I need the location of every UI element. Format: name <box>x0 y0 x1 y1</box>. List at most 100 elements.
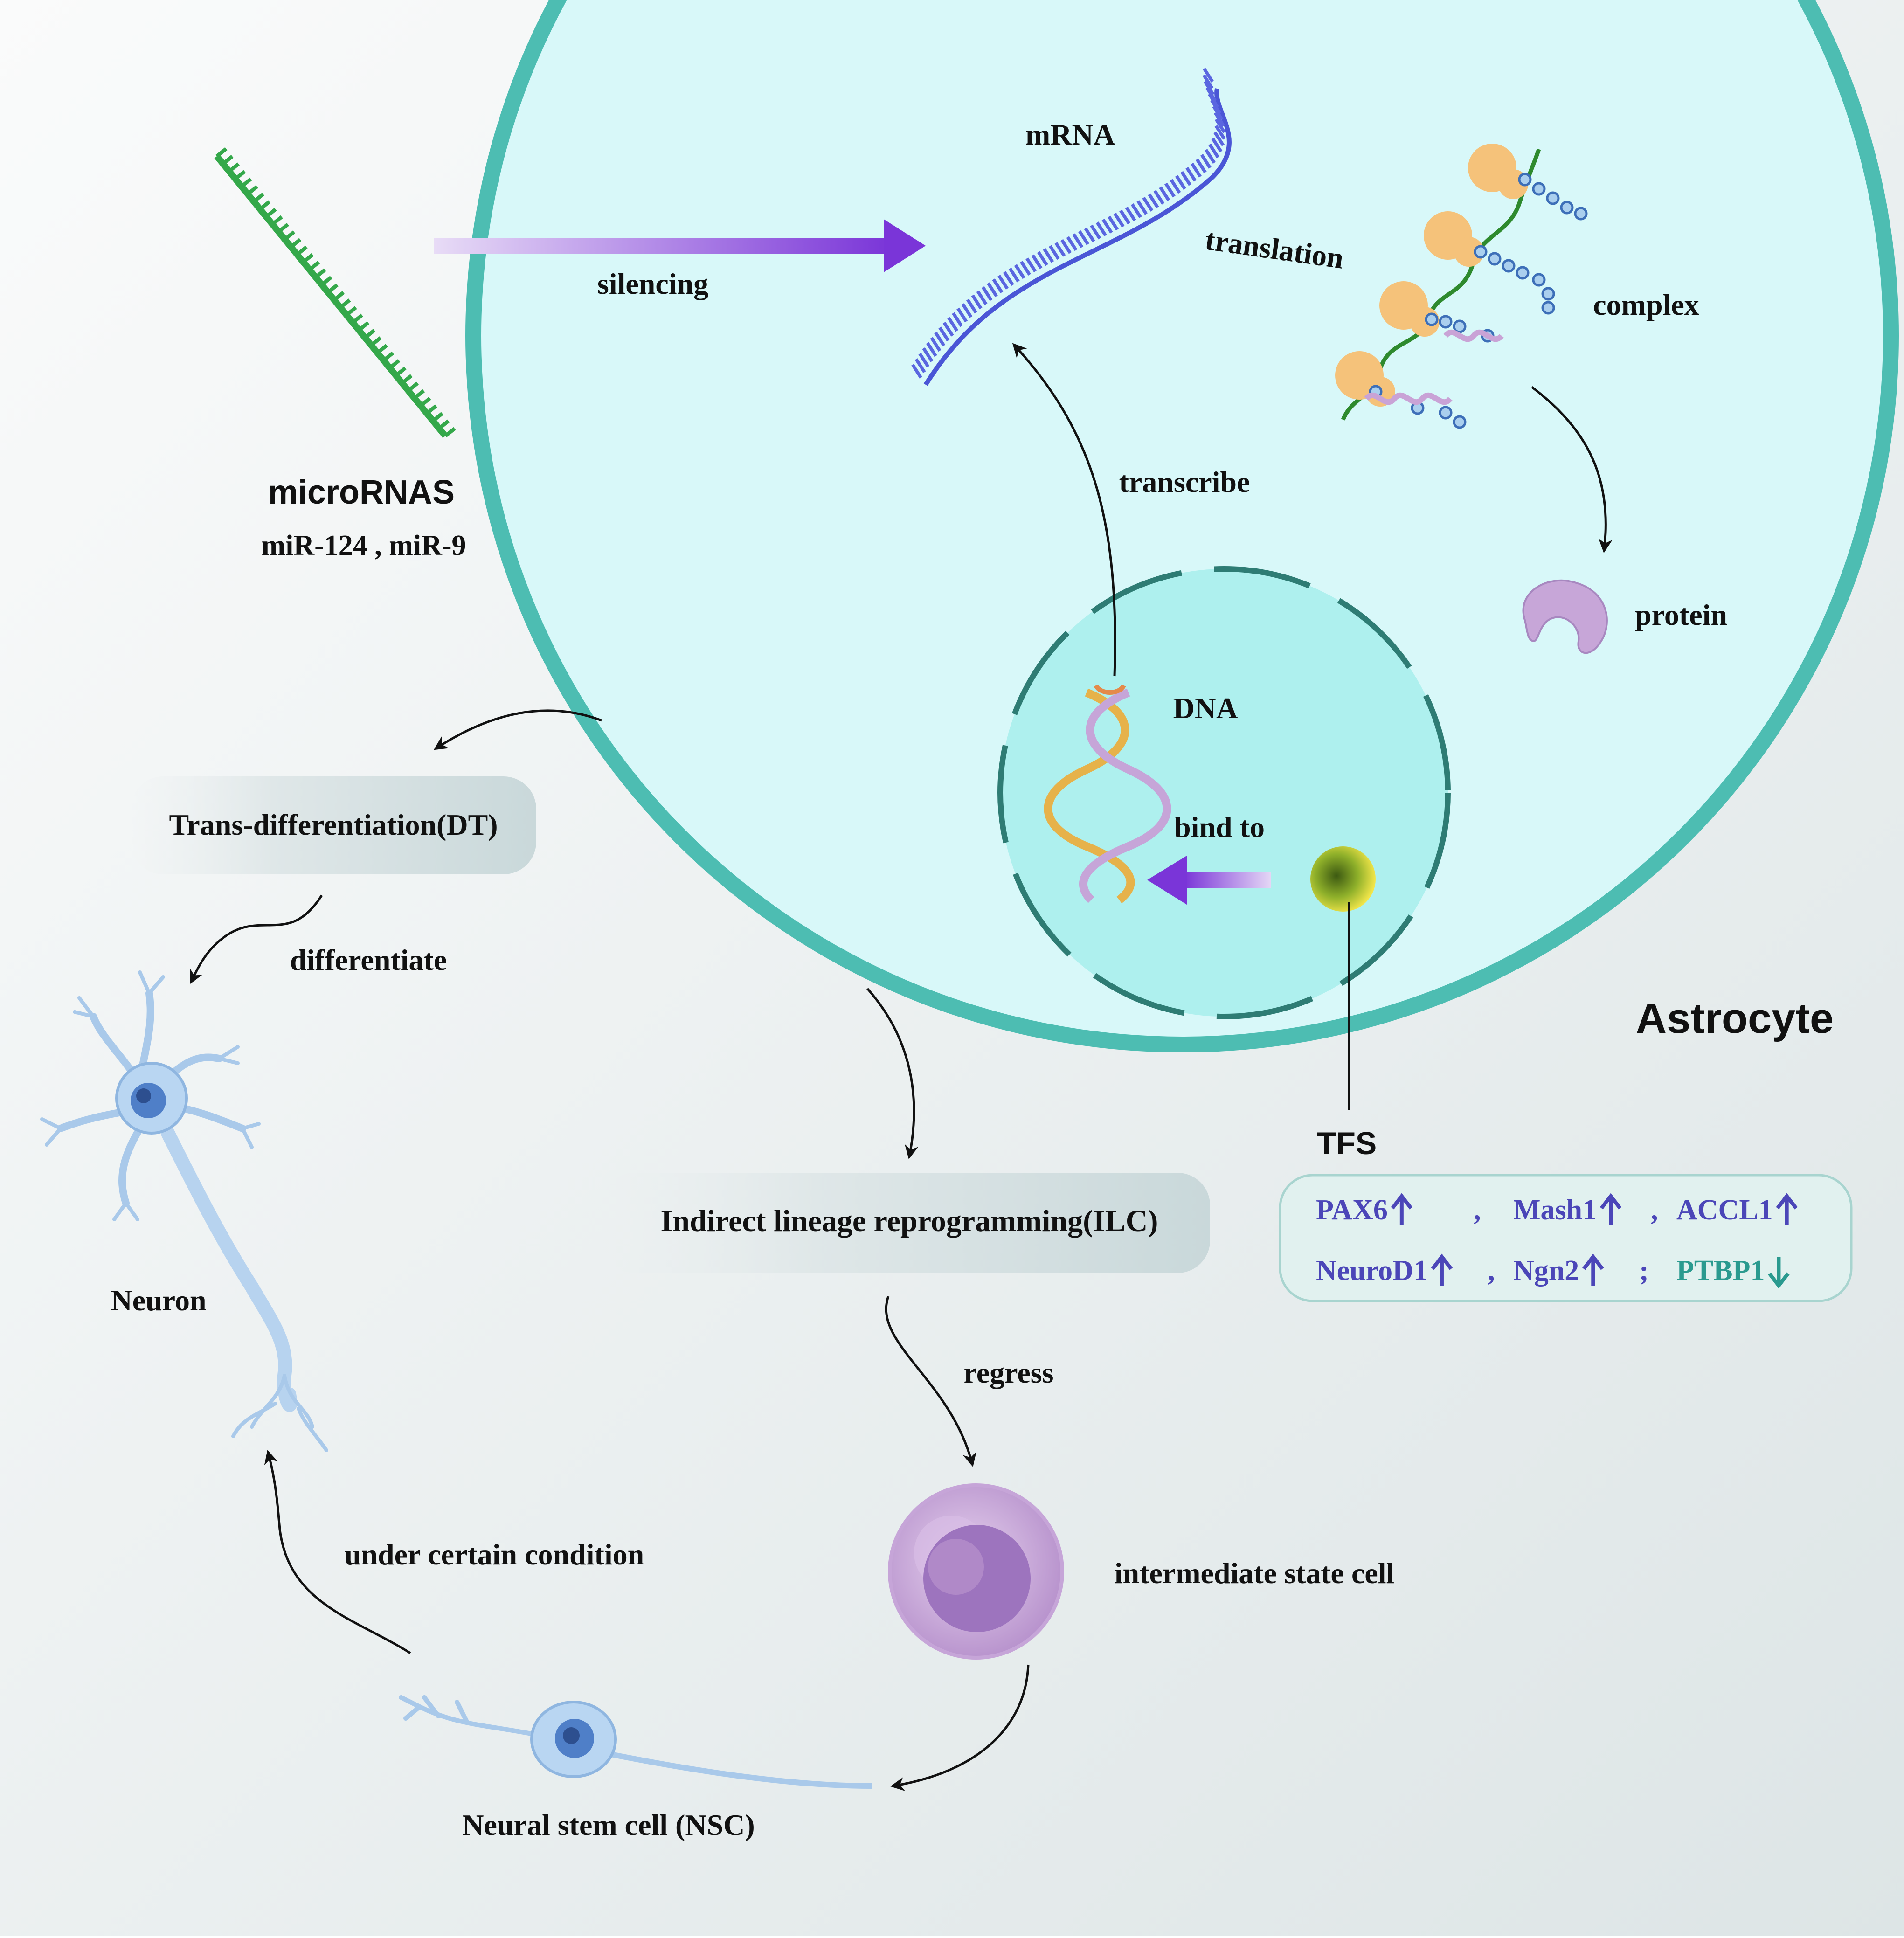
mrna-base-tick <box>1084 227 1095 242</box>
tfs-box <box>1279 1174 1853 1302</box>
dt-to-neuron-arrow <box>190 894 323 984</box>
tf-separator: ; <box>1639 1255 1649 1287</box>
tf-separator: , <box>1474 1194 1481 1226</box>
protein-icon <box>1522 579 1608 654</box>
tf-name: Ngn2 <box>1513 1255 1579 1287</box>
mrna-base-tick <box>1185 166 1197 182</box>
mrna-base-tick <box>1108 215 1119 231</box>
microrna-base-tick <box>345 306 357 317</box>
mrna-base-tick <box>1148 193 1159 208</box>
microrna-base-tick <box>425 404 437 415</box>
mrna-base-tick <box>1142 196 1154 212</box>
mrna-base-tick <box>1130 203 1142 218</box>
mrna-base-tick <box>947 317 959 332</box>
under-condition-label: under certain condition <box>345 1538 644 1571</box>
mrna-base-tick <box>1136 200 1148 215</box>
tf-name: NeuroD1 <box>1316 1255 1428 1287</box>
differentiate-label: differentiate <box>290 943 447 976</box>
microrna-base-tick <box>351 313 363 324</box>
microrna-base-tick <box>277 223 289 234</box>
mrna-base-tick <box>952 312 963 327</box>
mrna-label: mRNA <box>1025 118 1115 151</box>
mrna-base-tick <box>1014 264 1025 279</box>
mrna-base-tick <box>971 294 983 310</box>
ribosome-complex-icon <box>1335 144 1588 429</box>
microrna-base-tick <box>339 298 351 309</box>
astrocyte-label: Astrocyte <box>1636 995 1834 1042</box>
ilc-pill <box>602 1173 1210 1273</box>
mrna-base-tick <box>1003 271 1014 286</box>
microrna-base-tick <box>246 185 258 196</box>
microrna-base-tick <box>395 367 407 377</box>
bind-to-label: bind to <box>1174 810 1265 844</box>
mrna-base-tick <box>1101 218 1113 234</box>
mrna-base-tick <box>1072 233 1084 249</box>
mrna-base-tick <box>1125 206 1136 221</box>
mrna-base-tick <box>1214 118 1226 133</box>
dna-label: DNA <box>1173 692 1238 725</box>
astrocyte-cell <box>465 0 1899 1052</box>
microrna-base-tick <box>419 397 431 408</box>
microrna-base-tick <box>333 291 345 302</box>
ilc-label: Indirect lineage reprogramming(ILC) <box>661 1204 1158 1238</box>
microrna-base-tick <box>222 155 234 166</box>
neuron-soma-icon <box>115 1062 188 1135</box>
up-arrow-icon <box>1391 1193 1413 1225</box>
microrna-base-tick <box>444 427 456 438</box>
mrna-base-tick <box>1159 186 1170 201</box>
mrna-base-tick <box>1191 163 1202 178</box>
mrna-base-tick <box>1008 267 1020 283</box>
mrna-base-tick <box>1213 111 1225 127</box>
microrna-base-tick <box>376 344 388 354</box>
nsc-label: Neural stem cell (NSC) <box>462 1808 755 1841</box>
microrna-base-tick <box>296 245 308 256</box>
mrna-base-tick <box>1205 87 1217 102</box>
tf-name: PAX6 <box>1316 1194 1388 1226</box>
tf-regulation-arrows <box>1391 1193 1798 1289</box>
microrna-base-tick <box>388 359 401 370</box>
tfs-row-2: NeuroD1 , Ngn2 ; PTBP1 <box>1316 1255 1765 1287</box>
microrna-base-tick <box>308 261 320 271</box>
cell-to-ilc-arrow <box>866 988 919 1159</box>
complex-to-protein-arrow <box>1531 386 1613 553</box>
microrna-strand-icon <box>214 147 456 438</box>
microrna-base-tick <box>228 162 240 173</box>
tf-separator: , <box>1651 1194 1658 1226</box>
microrna-base-tick <box>364 329 376 339</box>
microrna-base-tick <box>382 351 395 362</box>
mrna-base-tick <box>956 307 968 323</box>
mrna-base-tick <box>1175 175 1186 190</box>
mrna-base-tick <box>1031 254 1043 270</box>
microrna-examples: miR-124 , miR-9 <box>261 530 466 561</box>
protein-label: protein <box>1635 598 1727 631</box>
microrna-base-tick <box>432 412 444 422</box>
microrna-base-tick <box>438 419 450 430</box>
mrna-base-tick <box>918 353 930 368</box>
mrna-base-tick <box>1054 242 1066 257</box>
mrna-base-tick <box>1203 81 1215 96</box>
microrna-base-tick <box>215 147 228 158</box>
mrna-base-tick <box>1180 171 1192 186</box>
mrna-base-tick <box>926 342 937 357</box>
mrna-base-tick <box>987 282 998 298</box>
microrna-base-tick <box>259 200 271 211</box>
up-arrow-icon <box>1599 1193 1622 1225</box>
microrna-base-tick <box>240 177 252 188</box>
transcribe-label: transcribe <box>1119 465 1250 498</box>
mrna-base-tick <box>1060 239 1072 254</box>
microrna-base-tick <box>401 374 413 385</box>
dna-helix-icon <box>1044 684 1171 904</box>
microrna-base-tick <box>284 230 296 241</box>
mrna-base-tick <box>1153 190 1165 205</box>
ilc-to-intermediate-arrow <box>885 1296 976 1467</box>
microrna-base-tick <box>320 276 332 286</box>
transcription-factor-icon <box>1310 846 1376 1110</box>
microrna-base-tick <box>370 336 382 347</box>
mrna-base-tick <box>981 286 993 301</box>
mrna-base-tick <box>1113 213 1125 228</box>
mrna-base-tick <box>992 278 1004 293</box>
mrna-base-tick <box>1200 154 1212 169</box>
mrna-base-tick <box>1211 138 1223 152</box>
